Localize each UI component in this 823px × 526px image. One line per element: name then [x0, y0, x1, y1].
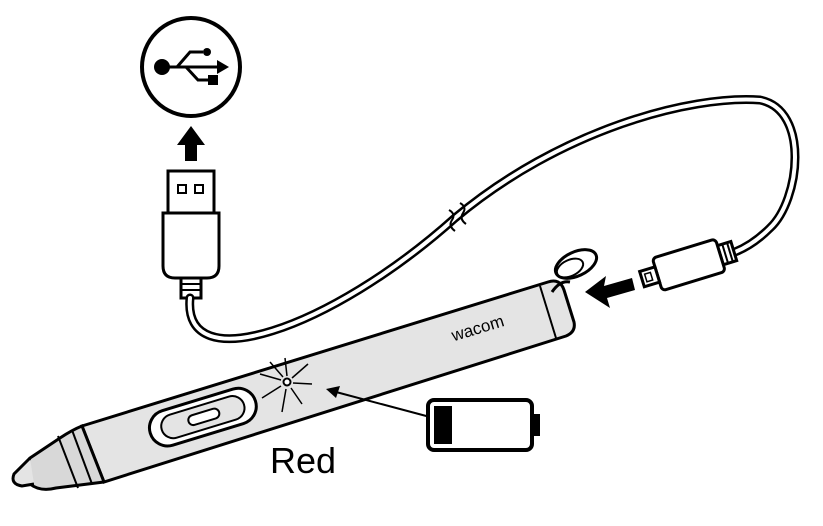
plug-in-up-arrow-icon	[177, 126, 205, 161]
led-color-label: Red	[270, 440, 336, 481]
mini-usb-connector	[637, 235, 739, 296]
port-cover	[551, 244, 601, 292]
insert-left-arrow-icon	[585, 276, 635, 308]
usb-icon	[142, 18, 240, 116]
usb-a-connector	[163, 171, 219, 298]
battery-low-icon	[428, 400, 540, 450]
